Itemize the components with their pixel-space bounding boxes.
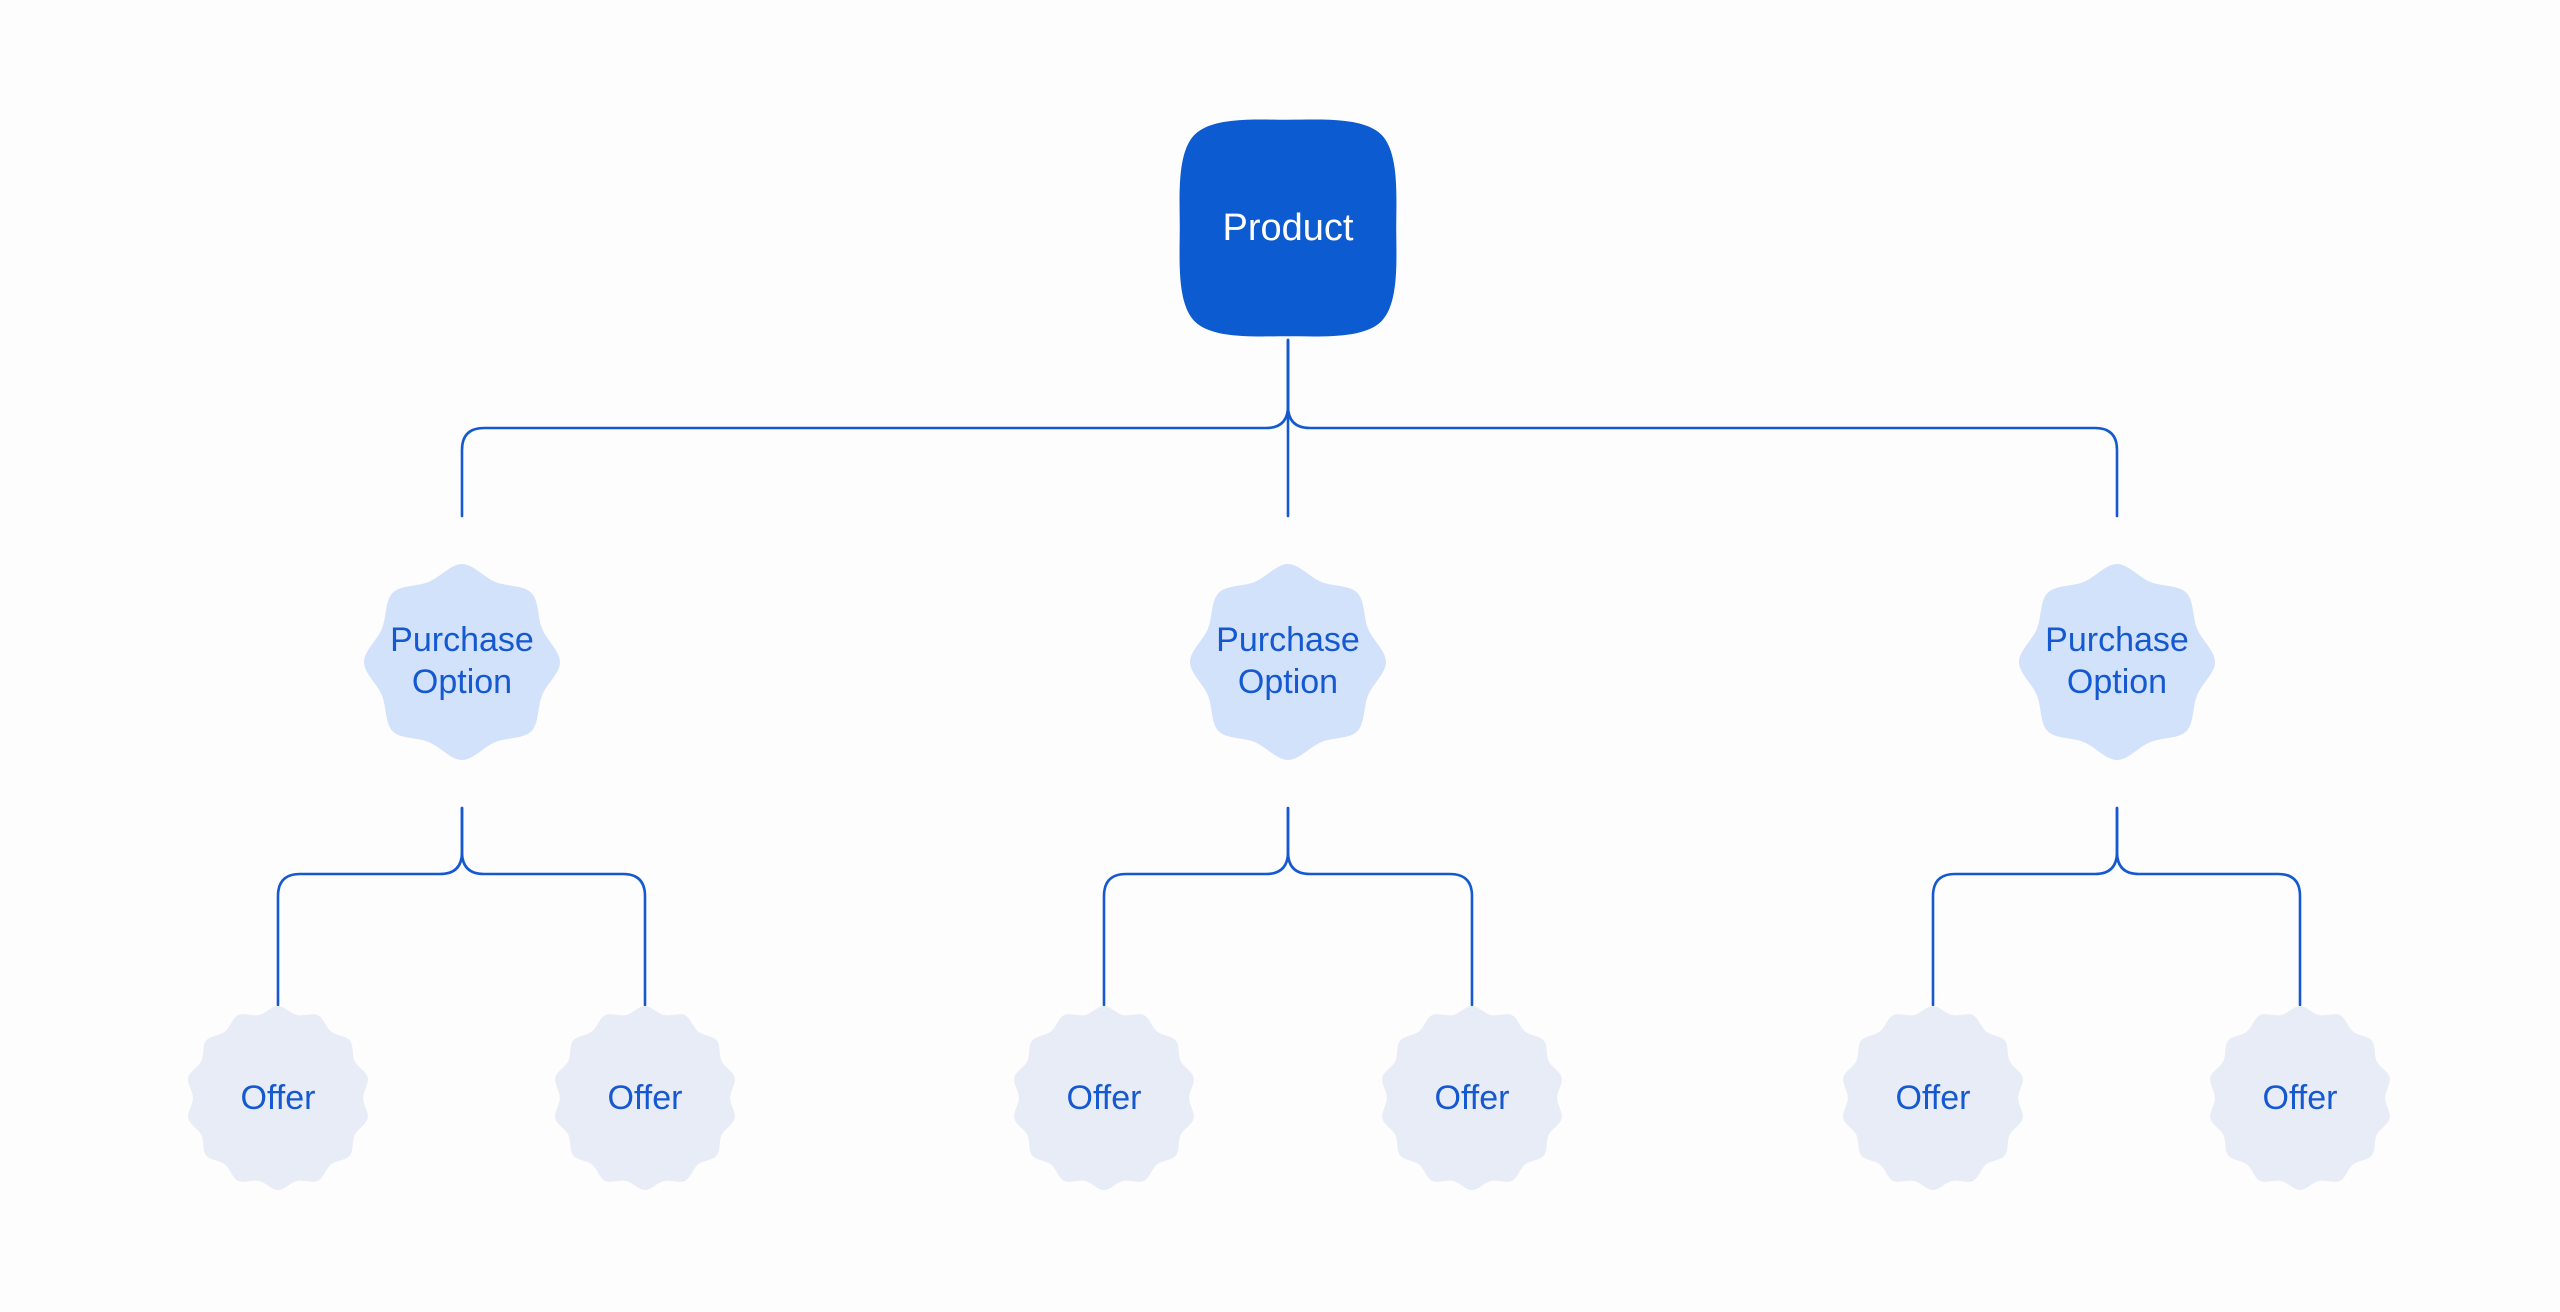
connector-purchase-option-1-to-offer-2 <box>460 806 647 1007</box>
product-blob-shape <box>1179 119 1397 337</box>
node-offer-1[interactable]: Offer <box>188 1006 368 1190</box>
node-offer-5[interactable]: Offer <box>1843 1006 2023 1190</box>
offer-blob-shape <box>1843 1006 2023 1190</box>
purchase-option-blob-shape <box>2019 564 2215 760</box>
node-offer-3[interactable]: Offer <box>1014 1006 1194 1190</box>
offer-blob-shape <box>188 1006 368 1190</box>
connector-purchase-option-3-to-offer-5 <box>1931 806 2119 1007</box>
purchase-option-blob-shape <box>364 564 560 760</box>
node-offer-6[interactable]: Offer <box>2210 1006 2390 1190</box>
offer-blob-shape <box>555 1006 735 1190</box>
node-offer-2[interactable]: Offer <box>555 1006 735 1190</box>
connector-purchase-option-2-to-offer-4 <box>1286 806 1474 1007</box>
node-product[interactable]: Product <box>1179 119 1397 337</box>
connector-root-to-purchase-option-3 <box>1286 338 2119 518</box>
offer-blob-shape <box>2210 1006 2390 1190</box>
offer-blob-shape <box>1014 1006 1194 1190</box>
connector-purchase-option-2-to-offer-3 <box>1102 806 1290 1007</box>
connectors-layer <box>276 338 2302 1007</box>
connector-root-to-purchase-option-1 <box>460 338 1290 518</box>
connector-purchase-option-1-to-offer-1 <box>276 806 464 1007</box>
purchase-option-blob-shape <box>1190 564 1386 760</box>
connector-purchase-option-3-to-offer-6 <box>2115 806 2302 1007</box>
offer-blob-shape <box>1382 1006 1562 1190</box>
node-offer-4[interactable]: Offer <box>1382 1006 1562 1190</box>
